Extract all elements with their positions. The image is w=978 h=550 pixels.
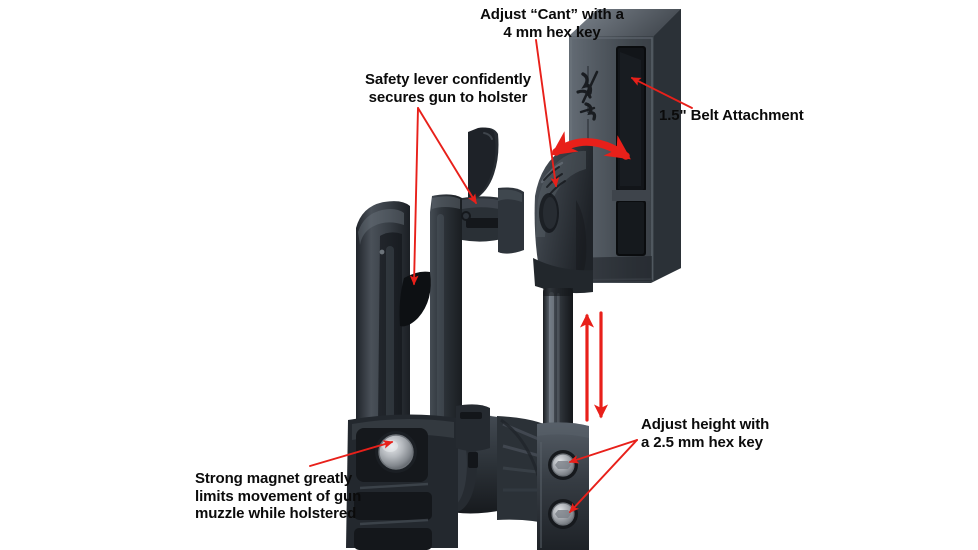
leader-safety-b: [417, 107, 477, 205]
cant-head: [533, 139, 593, 294]
holster-arm-front: [356, 201, 410, 452]
leader-safety-a: [409, 107, 419, 286]
cant-arc-arrow: [551, 131, 631, 160]
leader-height-b: [569, 439, 638, 514]
leader-cant: [535, 39, 560, 188]
height-screws: [548, 450, 578, 529]
holster-arm-rear: [430, 194, 462, 445]
callout-belt-attachment: 1.5" Belt Attachment: [659, 107, 804, 124]
leader-magnet: [309, 440, 394, 467]
callout-adjust-height: Adjust height with a 2.5 mm hex key: [641, 416, 770, 451]
upper-rail: [498, 187, 524, 254]
annotation-layer: [309, 39, 693, 514]
height-screw-upper: [548, 450, 578, 480]
height-screw-lower: [548, 499, 578, 529]
lever-hook: [399, 271, 431, 327]
callout-cant: Adjust “Cant” with a 4 mm hex key: [480, 6, 624, 41]
leader-height-a: [568, 439, 638, 464]
leader-belt: [630, 77, 693, 109]
mid-tab: [456, 404, 490, 451]
callout-magnet: Strong magnet greatly limits movement of…: [195, 470, 362, 522]
height-post: [543, 288, 573, 430]
brand-engraving: [576, 70, 599, 121]
callout-safety-lever: Safety lever confidently secures gun to …: [365, 71, 531, 106]
